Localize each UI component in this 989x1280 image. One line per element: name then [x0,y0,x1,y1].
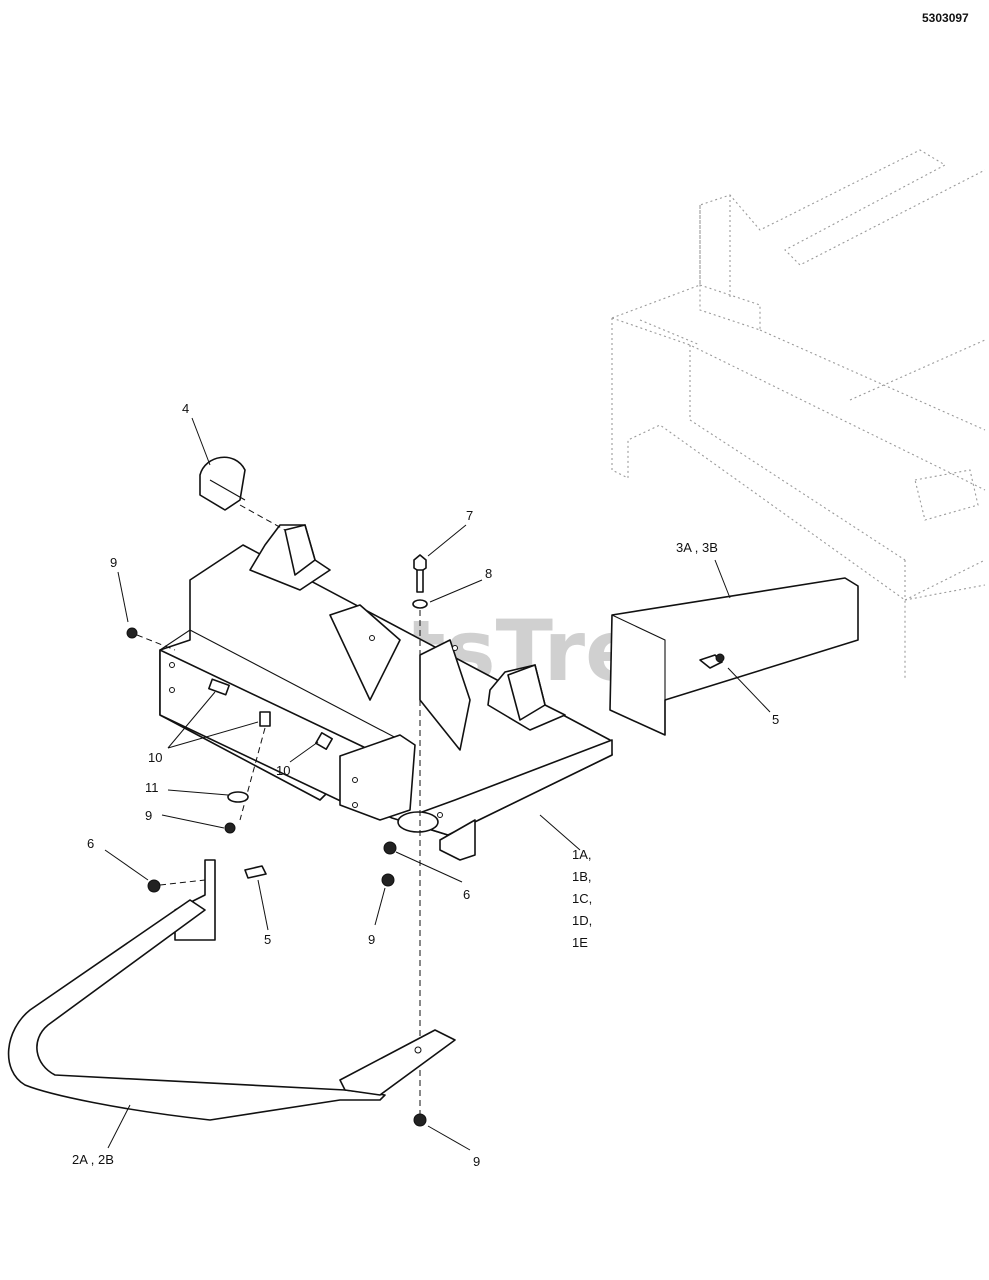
label-1b: 1B, [572,869,592,884]
label-6-left: 6 [87,836,94,851]
left-fasteners [126,627,397,893]
label-9-mid: 9 [145,808,152,823]
label-5-left: 5 [264,932,271,947]
discharge-shield [609,577,859,736]
label-10-mid: 10 [276,763,290,778]
label-11: 11 [145,780,159,795]
label-1c: 1C, [572,891,592,906]
label-8: 8 [485,566,492,581]
label-5-right: 5 [772,712,779,727]
label-3a-3b: 3A , 3B [676,540,718,555]
label-9-bottom: 9 [473,1154,480,1169]
label-10-left: 10 [148,750,162,765]
label-9-center: 9 [368,932,375,947]
callout-labels: 4 7 8 9 3A , 3B 5 10 10 11 9 6 5 6 9 1A,… [72,401,779,1169]
roller-bar [7,859,456,1127]
label-2a-2b: 2A , 2B [72,1152,114,1167]
label-1a: 1A, [572,847,592,862]
label-7: 7 [466,508,473,523]
ghost-frame [611,149,986,680]
hitch-plate-assembly [159,524,613,861]
label-1e: 1E [572,935,588,950]
label-4: 4 [182,401,189,416]
label-9-left: 9 [110,555,117,570]
leader-lines [104,417,771,1151]
document-number: 5303097 [922,11,969,25]
label-1d: 1D, [572,913,592,928]
label-6-right: 6 [463,887,470,902]
hitch-pin [199,456,286,531]
